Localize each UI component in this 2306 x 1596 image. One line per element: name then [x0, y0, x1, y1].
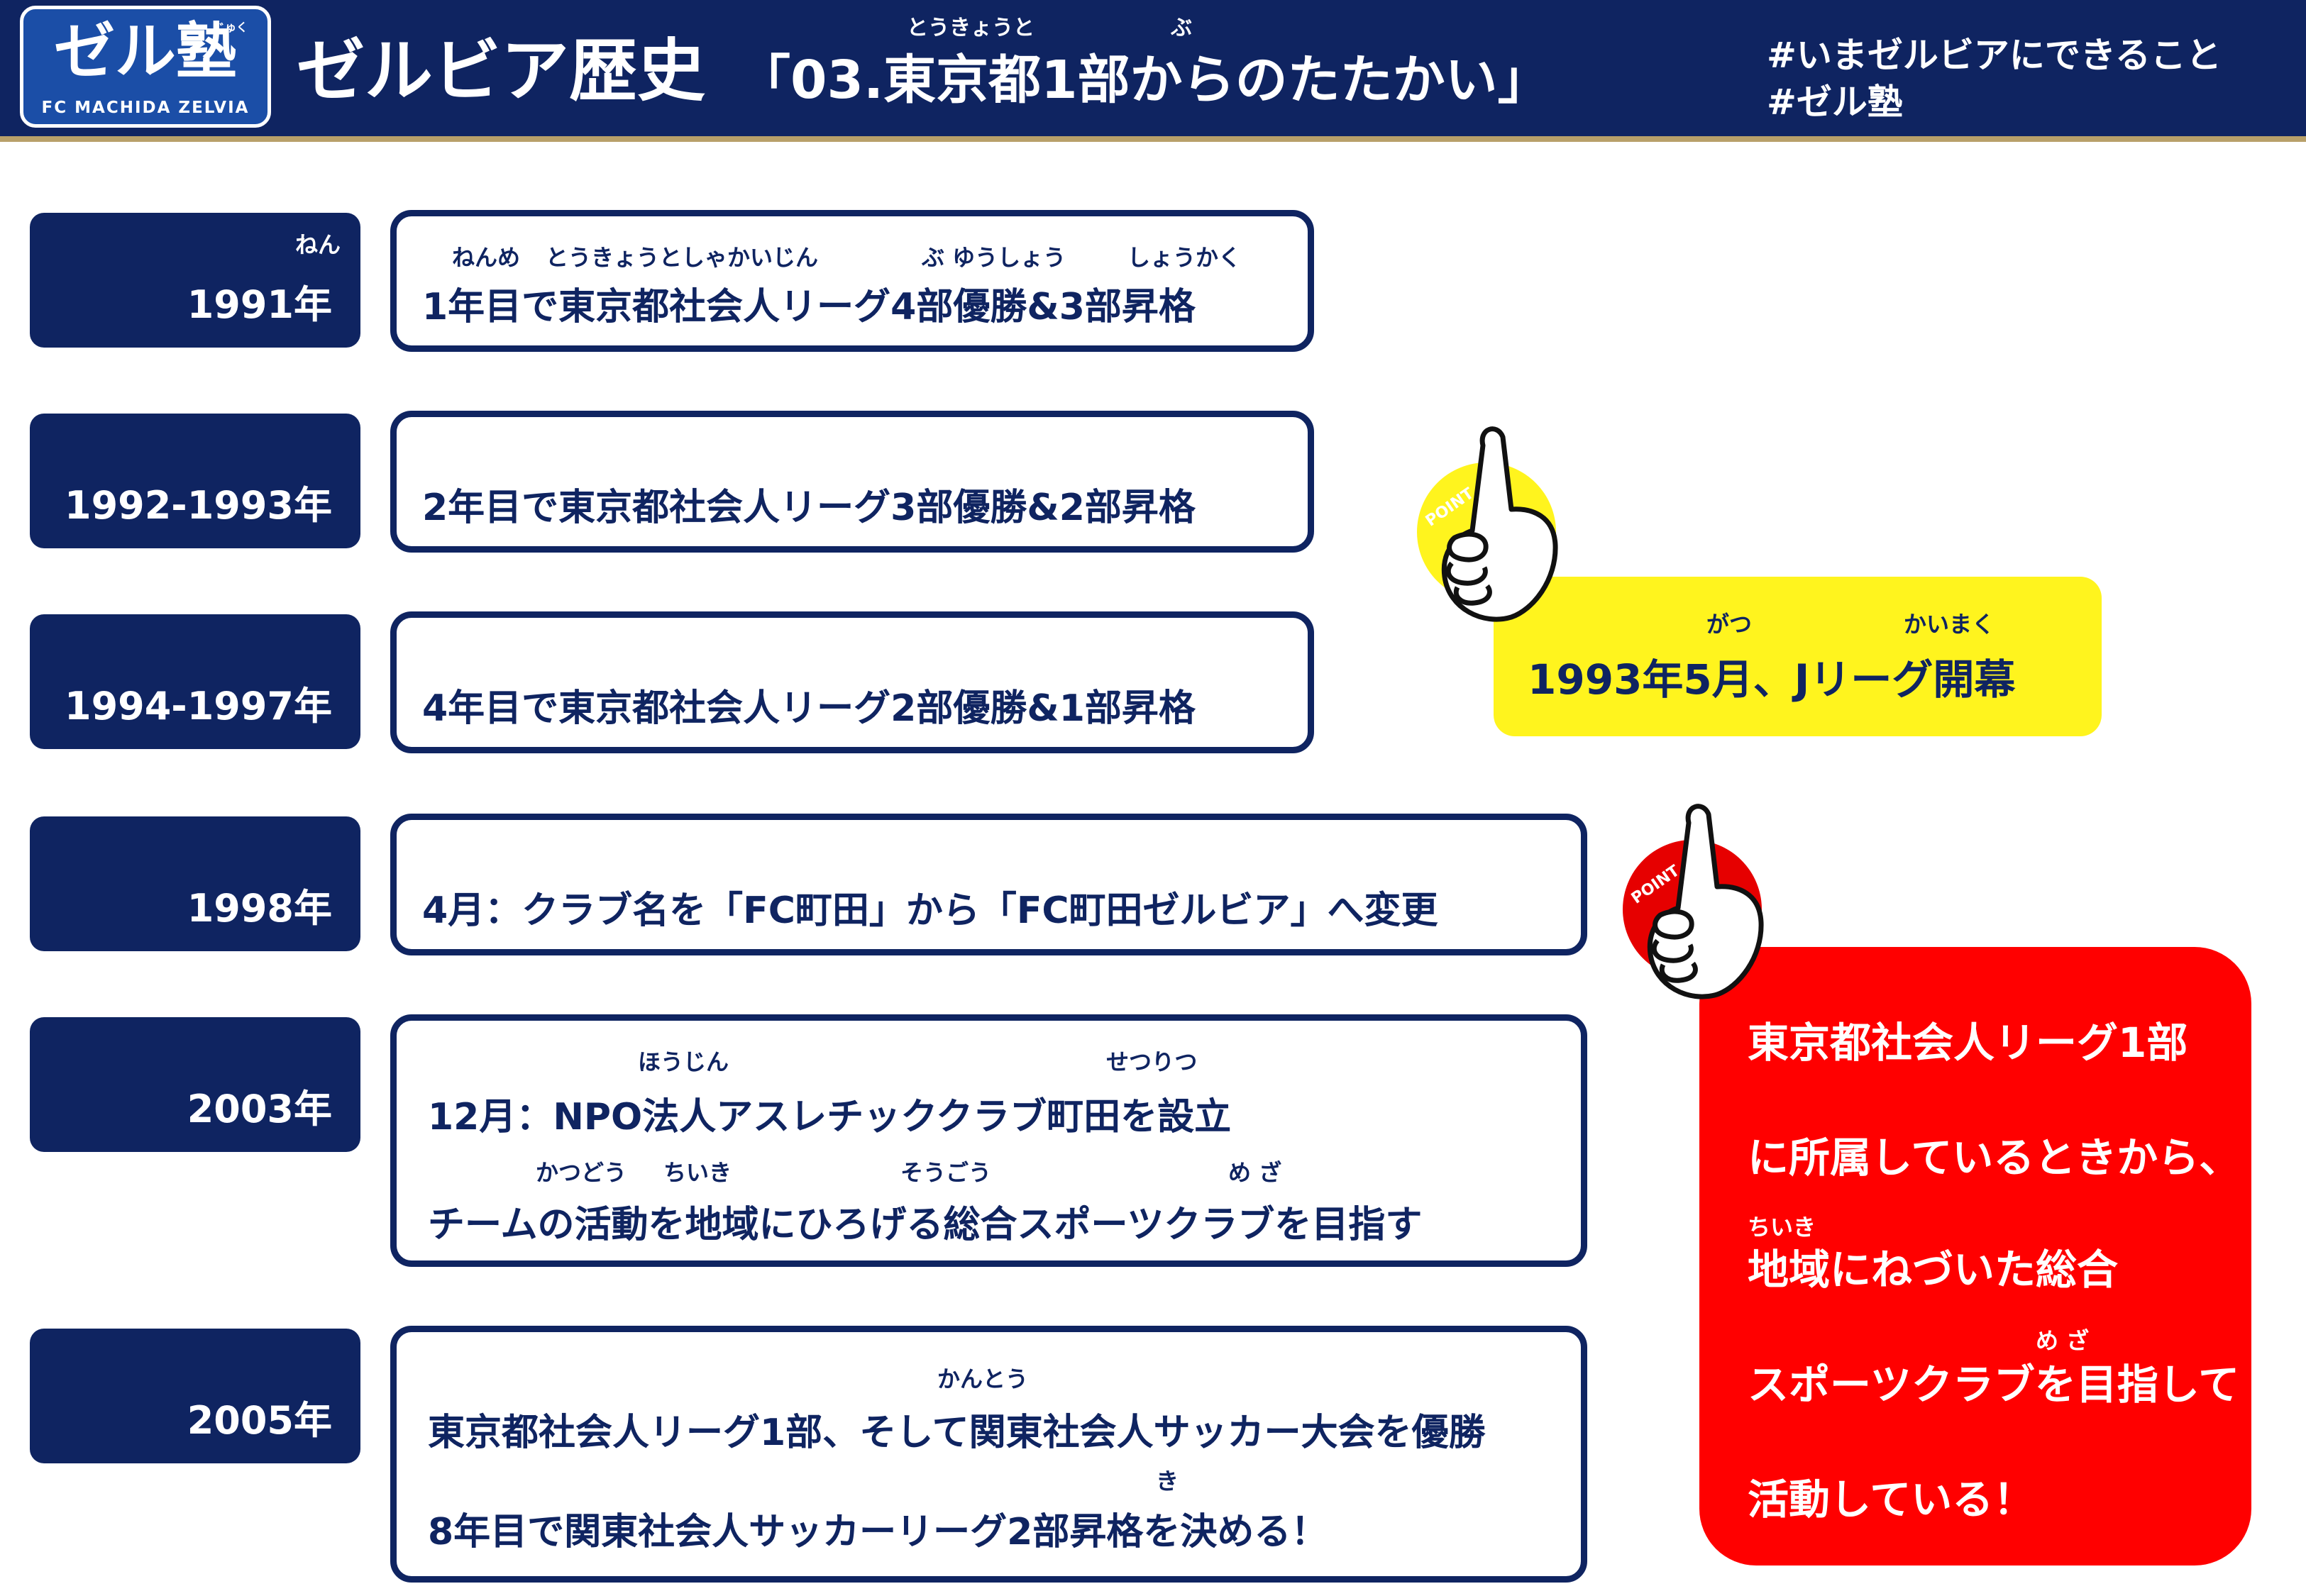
hashtag-1: #いまゼルビアにできること — [1767, 35, 2222, 76]
page-title: 「03.東京都1部からのたたかい」 — [738, 50, 1550, 111]
year-badge-2003: 2003年 — [30, 1017, 360, 1152]
point-red-line-1: 東京都社会人リーグ1部 — [1748, 1019, 2188, 1067]
point-callout-red: 東京都社会人リーグ1部 に所属しているときから、 ちいき 地域にねづいた総合 め… — [1699, 947, 2251, 1565]
year-label: 2003年 — [187, 1087, 332, 1131]
event-box-1998: 4月：クラブ名を「FC町田」から「FC町田ゼルビア」へ変更 — [390, 814, 1587, 955]
point-red-line-4: スポーツクラブを目指して — [1748, 1361, 2240, 1409]
ruby: き — [1156, 1468, 1179, 1495]
event-box-1994-1997: 4年目で東京都社会人リーグ2部優勝&1部昇格 — [390, 611, 1314, 753]
year-label: 1998年 — [187, 886, 332, 931]
event-text: 2年目で東京都社会人リーグ3部優勝&2部昇格 — [422, 487, 1196, 529]
event-box-2005: かんとう 東京都社会人リーグ1部、そして関東社会人サッカー大会を優勝 き 8年目… — [390, 1326, 1587, 1583]
point-red-ruby-1: ちいき — [1748, 1214, 1816, 1241]
hashtag-2: #ゼル塾 — [1767, 82, 1903, 123]
point-red-ruby-2: め ざ — [2036, 1327, 2090, 1354]
ruby: かつどう — [536, 1159, 627, 1186]
logo-text: ゼル塾 — [54, 16, 237, 87]
point-text: 1993年5月、Jリーグ開幕 — [1528, 655, 2016, 704]
event-text: 1年目で東京都社会人リーグ4部優勝&3部昇格 — [422, 286, 1196, 328]
event-box-1992-1993: 2年目で東京都社会人リーグ3部優勝&2部昇格 — [390, 411, 1314, 553]
ruby: しょうかく — [1127, 244, 1242, 271]
point-callout-yellow: がつ かいまく 1993年5月、Jリーグ開幕 — [1494, 577, 2102, 736]
point-ruby-1: がつ — [1706, 611, 1753, 638]
logo-subtitle: FC MACHIDA ZELVIA — [41, 99, 250, 117]
pointing-hand-icon: POINT — [1417, 426, 1558, 622]
event-text: チームの活動を地域にひろげる総合スポーツクラブを目指す — [428, 1204, 1423, 1246]
point-red-line-3: 地域にねづいた総合 — [1748, 1246, 2119, 1294]
ruby: め ざ — [1228, 1159, 1282, 1186]
year-badge-1992-1993: 1992-1993年 — [30, 414, 360, 548]
event-text: 8年目で関東社会人サッカーリーグ2部昇格を決める！ — [428, 1511, 1328, 1553]
event-text: 東京都社会人リーグ1部、そして関東社会人サッカー大会を優勝 — [428, 1412, 1486, 1454]
title-ruby-2: ぶ — [1171, 16, 1192, 40]
pointing-hand-icon: POINT — [1623, 804, 1764, 999]
point-red-line-5: 活動している！ — [1748, 1475, 2035, 1524]
event-text: 12月：NPO法人アスレチッククラブ町田を設立 — [428, 1096, 1232, 1138]
ruby: ぶ ゆうしょう — [922, 244, 1066, 271]
event-box-2003: ほうじん せつりつ 12月：NPO法人アスレチッククラブ町田を設立 かつどう ち… — [390, 1014, 1587, 1267]
zeru-juku-logo: じゅく ゼル塾 FC MACHIDA ZELVIA — [20, 6, 271, 128]
logo-ruby: じゅく — [213, 21, 248, 34]
year-ruby: ねん — [294, 231, 341, 258]
year-badge-1998: 1998年 — [30, 816, 360, 951]
year-label: 1992-1993年 — [65, 483, 332, 528]
year-label: 2005年 — [187, 1398, 332, 1443]
ruby: とうきょうとしゃかいじん — [546, 244, 819, 271]
header-divider — [0, 136, 2306, 142]
year-badge-1994-1997: 1994-1997年 — [30, 614, 360, 749]
ruby: かんとう — [937, 1365, 1029, 1392]
year-label: 1994-1997年 — [65, 684, 332, 728]
point-red-line-2: に所属しているときから、 — [1748, 1134, 2241, 1182]
ruby: ちいき — [663, 1159, 732, 1186]
year-badge-1991: ねん 1991年 — [30, 213, 360, 348]
ruby: せつりつ — [1106, 1048, 1198, 1075]
series-title: ゼルビア歴史 — [297, 31, 705, 111]
title-ruby-1: とうきょうと — [907, 16, 1035, 40]
year-label: 1991年 — [187, 282, 332, 327]
ruby: ねんめ — [452, 244, 521, 271]
header-bar: じゅく ゼル塾 FC MACHIDA ZELVIA ゼルビア歴史 とうきょうと … — [0, 0, 2306, 136]
ruby: そうごう — [900, 1159, 992, 1186]
event-text: 4年目で東京都社会人リーグ2部優勝&1部昇格 — [422, 687, 1196, 730]
ruby: ほうじん — [638, 1048, 729, 1075]
event-text: 4月：クラブ名を「FC町田」から「FC町田ゼルビア」へ変更 — [422, 890, 1438, 932]
event-box-1991: ねんめ とうきょうとしゃかいじん ぶ ゆうしょう しょうかく 1年目で東京都社会… — [390, 210, 1314, 352]
point-ruby-2: かいまく — [1904, 611, 1995, 638]
year-badge-2005: 2005年 — [30, 1329, 360, 1463]
